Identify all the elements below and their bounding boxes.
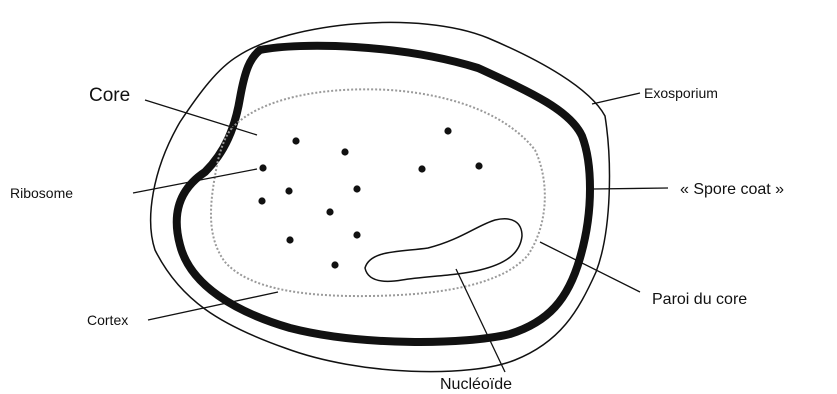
ribosome-dot	[326, 208, 333, 215]
ribosome-dot	[331, 261, 338, 268]
ribosome-dot	[292, 137, 299, 144]
ribosome-label: Ribosome	[10, 185, 73, 201]
ribosome-dot	[258, 197, 265, 204]
exosporium-leader-line	[592, 93, 640, 104]
ribosome-dot	[418, 165, 425, 172]
spore-coat-label: « Spore coat »	[680, 181, 784, 198]
ribosome-dot	[286, 236, 293, 243]
core-label: Core	[89, 85, 130, 106]
ribosome-dot	[444, 127, 451, 134]
exosporium-label: Exosporium	[644, 85, 718, 101]
ribosome-dot	[353, 231, 360, 238]
core-wall-label: Paroi du core	[652, 291, 747, 308]
ribosome-dot	[259, 164, 266, 171]
nucleoid-leader-line	[456, 269, 505, 372]
spore-coat-leader-line	[593, 188, 668, 189]
nucleoid-shape	[365, 219, 522, 282]
ribosome-dot	[475, 162, 482, 169]
ribosome-dot	[353, 185, 360, 192]
ribosome-dot	[285, 187, 292, 194]
cortex-label: Cortex	[87, 312, 128, 328]
nucleoid-label: Nucléoïde	[440, 376, 512, 393]
ribosome-dot	[341, 148, 348, 155]
ribosome-leader-line	[133, 169, 257, 193]
